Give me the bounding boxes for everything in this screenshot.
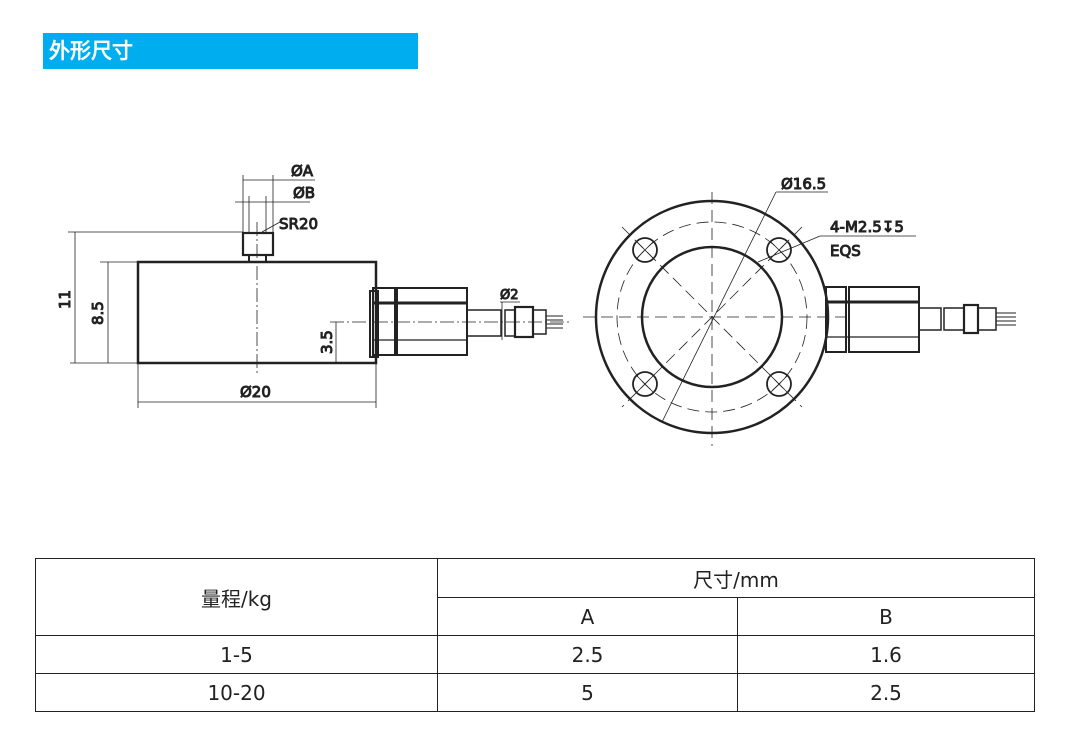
dim-holes: 4-M2.5↧5: [830, 218, 904, 236]
dim-phi-16-5: Ø16.5: [781, 175, 826, 193]
table-row: 1-5 2.5 1.6: [35, 635, 1035, 674]
cell-b: 1.6: [737, 635, 1035, 674]
cell-range: 10-20: [35, 673, 438, 712]
dim-3-5: 3.5: [318, 330, 336, 354]
dim-11: 11: [56, 290, 74, 309]
dim-sr20: SR20: [279, 215, 318, 233]
table-header-row: 量程/kg 尺寸/mm: [35, 558, 1035, 636]
dim-phi-b: ØB: [293, 184, 315, 202]
dimension-table: 量程/kg 尺寸/mm A B 1-5 2.5 1.6 10-20 5 2.5: [35, 558, 1035, 712]
header-a: A: [437, 597, 738, 636]
top-view: [583, 191, 1016, 446]
header-b: B: [737, 597, 1035, 636]
cell-a: 5: [437, 673, 738, 712]
side-view: [68, 175, 570, 408]
header-size: 尺寸/mm: [437, 558, 1035, 598]
dim-8-5: 8.5: [89, 301, 107, 325]
table-subheader-row: A B: [36, 597, 1035, 636]
dim-phi-a: ØA: [291, 162, 314, 180]
section-title: 外形尺寸: [43, 33, 418, 69]
dim-phi-20: Ø20: [240, 383, 271, 401]
cell-range: 1-5: [35, 635, 438, 674]
header-range: 量程/kg: [35, 558, 438, 636]
cell-a: 2.5: [437, 635, 738, 674]
cell-b: 2.5: [737, 673, 1035, 712]
table-row: 10-20 5 2.5: [35, 673, 1035, 712]
dim-phi-2: Ø2: [500, 288, 519, 303]
dim-eqs: EQS: [830, 242, 861, 260]
